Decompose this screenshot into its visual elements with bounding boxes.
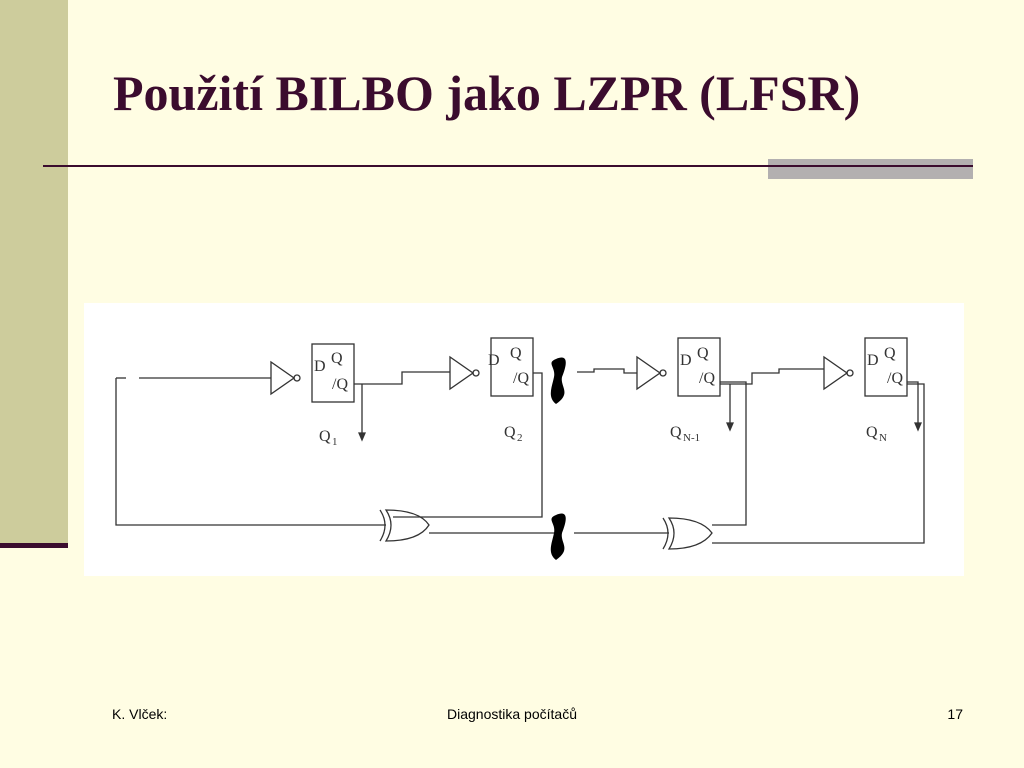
flipflop-2 — [490, 337, 534, 397]
flipflop-4 — [864, 337, 908, 397]
q1-arrow — [358, 432, 366, 442]
output-q2-label: Q — [504, 424, 516, 441]
output-qn1-sub: N-1 — [683, 432, 700, 444]
footer-page-number: 17 — [947, 706, 963, 722]
ff3-d: D — [680, 352, 692, 369]
buffer-4-bubble — [846, 369, 854, 377]
footer-author: K. Vlček: — [112, 706, 168, 722]
break-mark-top — [550, 357, 566, 404]
buffer-2 — [449, 355, 475, 391]
title-rule — [43, 165, 973, 167]
footer-course: Diagnostika počítačů — [447, 706, 577, 722]
xor-gate-2 — [667, 517, 713, 550]
output-qn-label: Q — [866, 424, 878, 441]
xor-gate-1 — [384, 509, 430, 542]
qn-arrow — [914, 422, 922, 432]
ff2-nq: /Q — [513, 370, 529, 387]
break-mark-bottom — [550, 513, 566, 560]
ff2-d: D — [488, 352, 500, 369]
title-rule-block — [768, 159, 973, 179]
output-q1-sub: 1 — [332, 436, 338, 448]
qn-tap — [907, 381, 919, 428]
ff2-q: Q — [510, 345, 522, 362]
qn1-feedback — [712, 381, 747, 526]
lfsr-diagram: D Q /Q D Q /Q D Q /Q D Q /Q Q 1 Q 2 Q N-… — [84, 303, 964, 576]
ff1-q: Q — [331, 350, 343, 367]
ff3-q: Q — [697, 345, 709, 362]
buffer-3 — [636, 355, 662, 391]
ff1-nq: /Q — [332, 376, 348, 393]
slide-title: Použití BILBO jako LZPR (LFSR) — [113, 65, 861, 121]
ff4-nq: /Q — [887, 370, 903, 387]
qn1-arrow — [726, 422, 734, 432]
output-qn-sub: N — [879, 432, 887, 444]
ff3-nq: /Q — [699, 370, 715, 387]
left-accent-line — [0, 543, 68, 548]
left-sidebar-band — [0, 0, 68, 547]
flipflop-1 — [311, 343, 355, 403]
flipflop-3 — [677, 337, 721, 397]
buffer-1-bubble — [293, 374, 301, 382]
ff4-q: Q — [884, 345, 896, 362]
feedback-wire — [115, 378, 386, 526]
buffer-4 — [823, 355, 849, 391]
output-q2-sub: 2 — [517, 432, 523, 444]
output-qn1-label: Q — [670, 424, 682, 441]
ff1-d: D — [314, 358, 326, 375]
buffer-2-bubble — [472, 369, 480, 377]
buffer-3-bubble — [659, 369, 667, 377]
qn-feedback — [712, 383, 925, 544]
xor-gate-1-back — [379, 509, 386, 542]
output-q1-label: Q — [319, 428, 331, 445]
lfsr-circuit: D Q /Q D Q /Q D Q /Q D Q /Q Q 1 Q 2 Q N-… — [115, 337, 925, 560]
buffer-1 — [270, 360, 296, 396]
ff4-d: D — [867, 352, 879, 369]
link-3-4 — [740, 368, 824, 385]
q2-feedback — [414, 372, 543, 518]
link-2-3 — [577, 368, 637, 374]
link-1-2 — [373, 371, 440, 385]
